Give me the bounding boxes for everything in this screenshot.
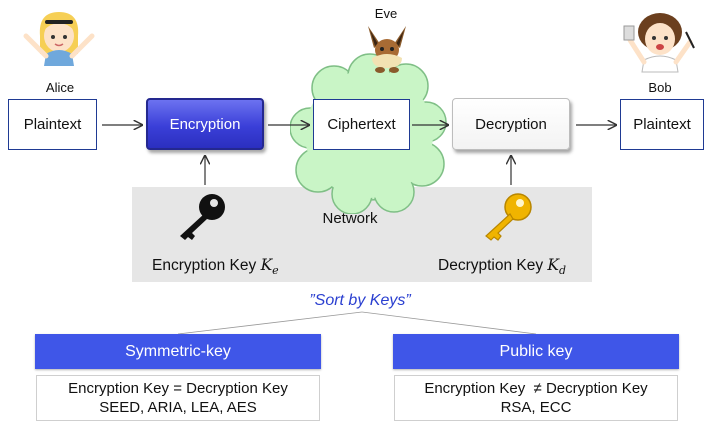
bob-avatar-icon [623, 13, 695, 73]
plaintext-input-box: Plaintext [8, 99, 97, 150]
plaintext-output-box: Plaintext [620, 99, 704, 150]
public-key-relation: Encryption Key ≠ Decryption Key [424, 380, 648, 397]
ciphertext-box: Ciphertext [313, 99, 410, 150]
bob-label: Bob [648, 80, 672, 95]
symmetric-key-algorithms: SEED, ARIA, LEA, AES [99, 399, 257, 416]
decryption-key-text: Decryption Key [438, 257, 548, 274]
black-key-icon [180, 194, 225, 240]
alice-label: Alice [45, 80, 75, 95]
decryption-box: Decryption [452, 98, 570, 150]
sort-by-keys-caption: ”Sort by Keys” [309, 292, 411, 309]
encryption-key-label: Encryption Key Ke [152, 256, 279, 277]
public-key-info: Encryption Key ≠ Decryption Key RSA, ECC [394, 375, 678, 421]
decryption-key-symbol: K [547, 256, 560, 274]
gold-key-icon [485, 193, 532, 241]
network-label: Network [322, 210, 378, 227]
encryption-box: Encryption [146, 98, 264, 150]
public-key-algorithms: RSA, ECC [500, 399, 572, 416]
eve-label: Eve [374, 6, 398, 21]
connector-to-public [361, 311, 537, 335]
symmetric-key-info: Encryption Key = Decryption Key SEED, AR… [36, 375, 320, 421]
public-key-header: Public key [393, 334, 679, 369]
connector-to-symmetric [177, 311, 363, 335]
alice-avatar-icon [23, 12, 95, 66]
eve-creature-icon [368, 26, 406, 73]
encryption-key-text: Encryption Key [152, 257, 261, 274]
decryption-key-label: Decryption Key Kd [438, 256, 566, 277]
symmetric-key-relation: Encryption Key = Decryption Key [68, 380, 288, 397]
symmetric-key-header: Symmetric-key [35, 334, 321, 369]
encryption-key-symbol: K [260, 256, 273, 274]
encryption-key-subscript: e [272, 264, 279, 278]
decryption-key-subscript: d [559, 264, 567, 278]
